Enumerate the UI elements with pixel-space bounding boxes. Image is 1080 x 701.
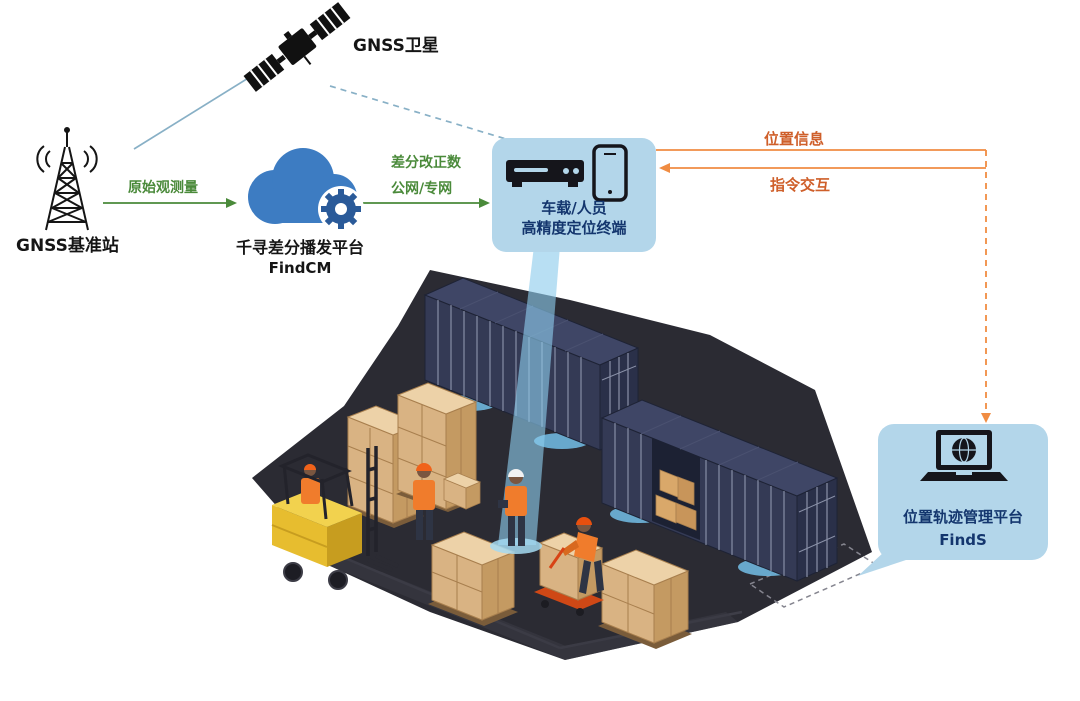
- green-arrow-differential: [362, 198, 490, 208]
- worker-2: [498, 469, 527, 546]
- satellite-to-station-line: [133, 71, 259, 150]
- receiver-device-icon: [506, 160, 584, 187]
- position-info-label: 位置信息: [764, 130, 825, 148]
- base-station-label: GNSS基准站: [16, 236, 119, 256]
- command-arrowhead: [659, 163, 670, 173]
- command-interaction-label: 指令交互: [770, 176, 831, 194]
- cloud-platform-label: 千寻差分播发平台: [235, 238, 364, 257]
- warehouse-scene-illustration: [252, 270, 880, 660]
- signal-waves-left: [36, 145, 51, 173]
- gear-icon: [321, 189, 361, 229]
- terminal-label-line2: 高精度定位终端: [521, 219, 627, 237]
- forklift-driver: [301, 464, 320, 504]
- raw-observation-label: 原始观测量: [128, 180, 198, 196]
- warehouse-floor: [252, 270, 872, 660]
- finds-bubble: [878, 424, 1048, 560]
- gnss-satellite-icon: [243, 2, 351, 92]
- position-arrowhead: [981, 413, 991, 423]
- forklift: [271, 446, 399, 590]
- satellite-label: GNSS卫星: [353, 36, 439, 56]
- differential-correction-label: 差分改正数: [391, 155, 461, 171]
- terminal-label-line1: 车载/人员: [541, 199, 607, 217]
- cloud-gear-icon: [248, 148, 364, 232]
- boxes-inside-container: [655, 469, 697, 531]
- management-platform-label: 位置轨迹管理平台: [902, 508, 1023, 526]
- network-type-label: 公网/专网: [391, 181, 453, 197]
- signal-waves-right: [83, 145, 98, 173]
- satellite-to-terminal-dashed-line: [329, 85, 507, 140]
- pallet-stack-c: [428, 531, 518, 626]
- small-box: [442, 472, 482, 510]
- pallet-stack-d: [598, 549, 692, 649]
- satellite-link-lines: [133, 71, 507, 150]
- pallet-jack-group: [534, 517, 604, 616]
- shipping-container-2: [600, 399, 839, 582]
- management-platform-product: FindS: [939, 531, 987, 549]
- laptop-globe-icon: [920, 430, 1008, 481]
- worker-3: [548, 517, 604, 594]
- base-station-tower-icon: [36, 127, 98, 231]
- worker-1: [413, 463, 435, 540]
- green-arrow-raw-observation: [103, 198, 237, 208]
- orange-arrow-lines: [656, 149, 991, 423]
- smartphone-icon: [592, 144, 628, 202]
- cloud-platform-product: FindCM: [268, 259, 332, 277]
